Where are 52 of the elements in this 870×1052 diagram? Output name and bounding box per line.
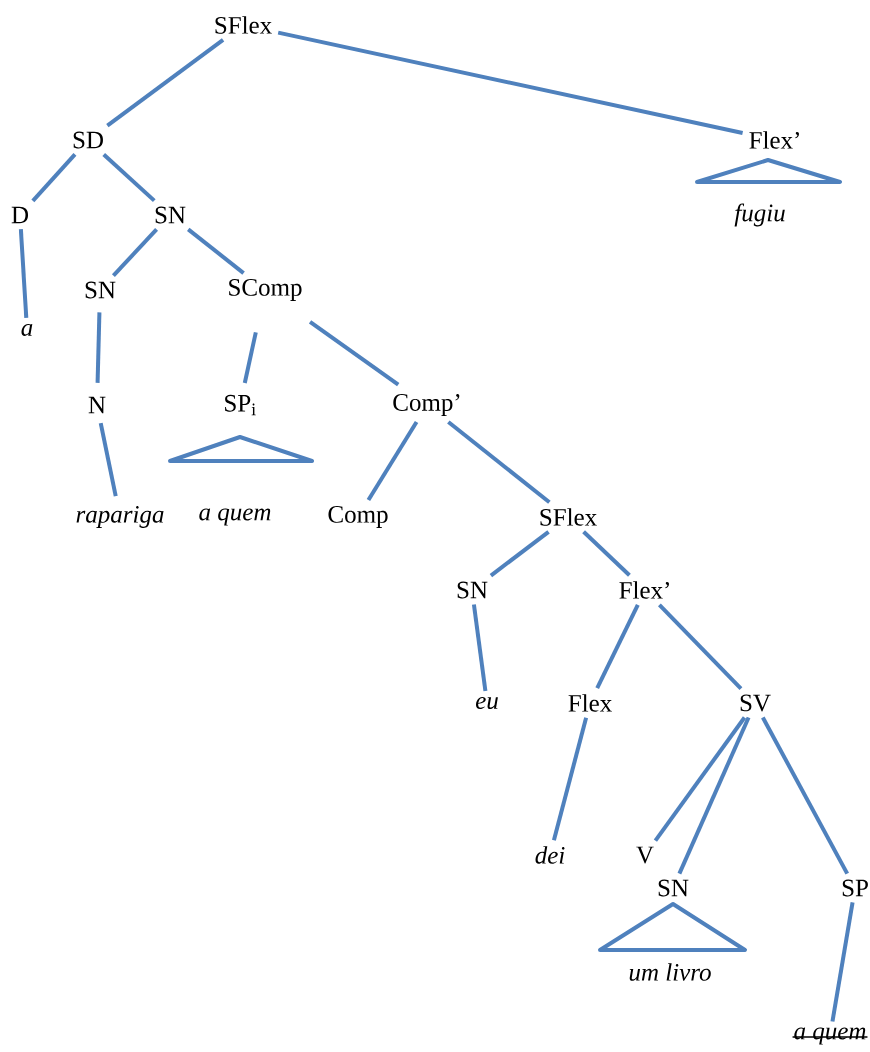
tree-branch — [18, 229, 29, 319]
category-label: SN — [457, 581, 488, 599]
tree-branch — [31, 153, 77, 203]
tree-branch — [106, 38, 225, 128]
tree-branch — [471, 604, 488, 692]
tree-branch — [551, 717, 589, 841]
tree-branch — [102, 152, 156, 203]
tree-branch — [308, 320, 400, 387]
tree-branch — [582, 530, 631, 577]
leaf-word: eu — [476, 696, 498, 710]
category-label: SN — [85, 281, 116, 299]
category-label: SD — [73, 131, 103, 149]
tree-branch — [277, 30, 744, 135]
tree-branch — [111, 228, 159, 277]
category-label: SFlex — [540, 508, 597, 526]
leaf-word: fugiu — [734, 203, 785, 227]
tree-branch — [187, 227, 245, 275]
leaf-word: dei — [535, 846, 565, 864]
tree-branch — [447, 420, 551, 504]
category-label: D — [11, 206, 28, 224]
category-label: SComp — [229, 279, 302, 301]
category-label: Comp’ — [393, 394, 460, 416]
tree-branch — [595, 603, 640, 690]
category-label: SFlex — [215, 16, 272, 34]
category-label: Comp — [328, 506, 388, 528]
category-label: SP$_{i}$ — [225, 394, 256, 416]
category-label: SN — [658, 879, 689, 897]
triangle-shape — [598, 902, 747, 952]
leaf-word: a quem — [199, 508, 271, 526]
tree-branch — [830, 902, 855, 1022]
tree-branch — [657, 603, 743, 690]
category-label: SN — [155, 206, 186, 224]
category-label: SP — [842, 879, 868, 897]
category-label: Flex’ — [619, 581, 669, 599]
leaf-word: um livro — [629, 963, 711, 981]
tree-branch — [489, 530, 550, 578]
category-label: V — [636, 846, 654, 864]
triangle-shape — [695, 158, 842, 184]
tree-branch — [98, 422, 118, 497]
tree-branch — [761, 716, 849, 875]
tree-branch — [95, 312, 102, 383]
leaf-word: a — [21, 324, 33, 336]
category-label: Flex’ — [749, 131, 799, 149]
category-label: N — [88, 396, 106, 414]
tree-branch — [242, 331, 258, 384]
tree-branch — [366, 420, 419, 502]
triangle-shape — [168, 435, 314, 463]
tree-branch — [677, 716, 751, 875]
category-label: Flex — [568, 694, 612, 712]
leaf-word: rapariga — [76, 506, 164, 528]
category-label: SV — [740, 694, 771, 712]
tree-branch — [653, 716, 747, 842]
